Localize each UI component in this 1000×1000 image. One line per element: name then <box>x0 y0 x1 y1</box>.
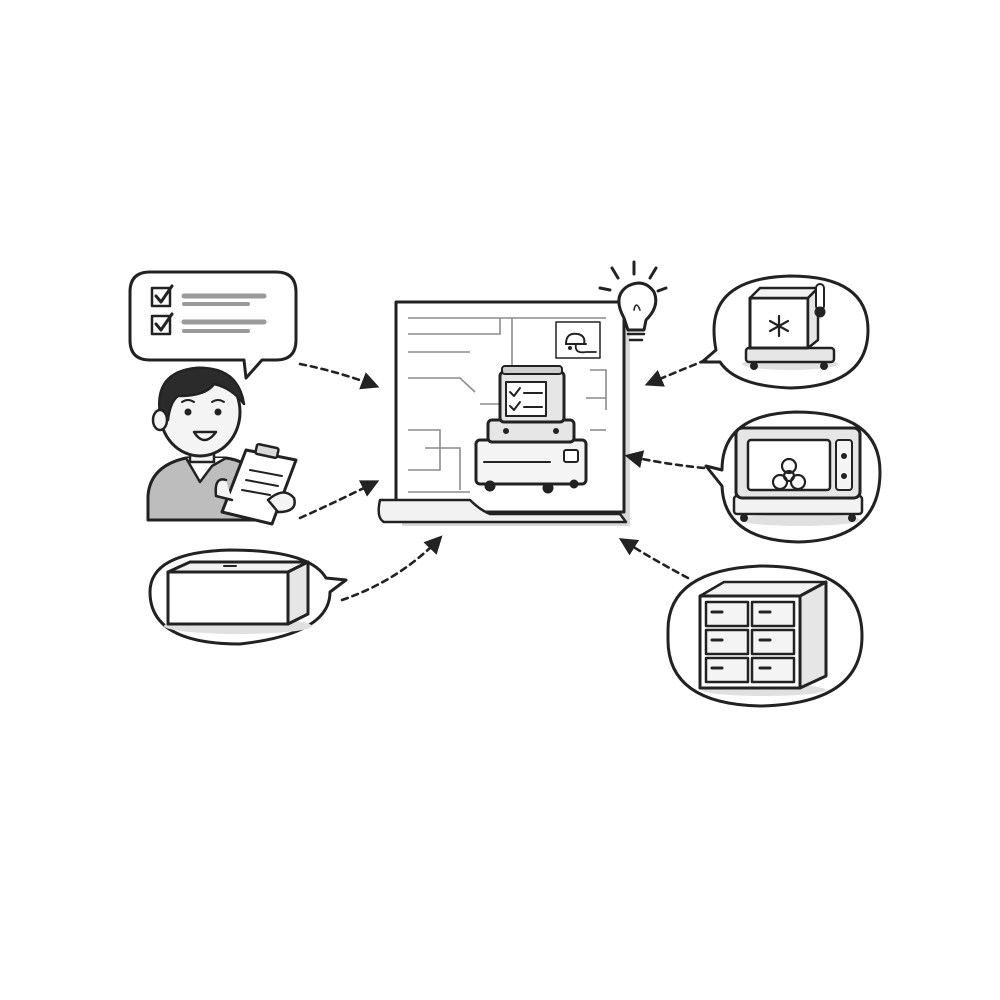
central-display <box>377 300 630 526</box>
checklist-icon <box>150 284 267 336</box>
box-icon <box>164 560 312 634</box>
person-hair <box>158 366 246 422</box>
lightbulb-icon <box>598 260 668 342</box>
box-bubble <box>148 548 348 646</box>
thermometer-icon <box>814 283 826 318</box>
biohazard-bubble <box>704 410 882 544</box>
arrow-box-to-screen <box>340 535 443 602</box>
cold-bubble <box>700 274 870 390</box>
checklist-bubble <box>128 270 298 380</box>
plug-icon <box>555 321 601 359</box>
arrow-person-to-screen <box>298 480 380 520</box>
drawer-cabinet-icon <box>698 580 828 696</box>
person-smile <box>192 430 218 442</box>
arrow-biohazard-to-screen <box>624 450 706 470</box>
person-clipboard-icon <box>146 366 298 526</box>
cabinet-bubble <box>666 564 864 708</box>
arrow-cabinet-to-screen <box>618 538 690 580</box>
biohazard-cart-icon <box>732 426 864 526</box>
arrow-cold-to-screen <box>644 358 708 387</box>
clipboard-icon <box>214 442 298 526</box>
arrow-checklist-to-screen <box>298 362 380 390</box>
display-base <box>377 498 628 524</box>
biohazard-symbol-icon <box>771 457 807 491</box>
refrigerated-cart-icon <box>742 283 838 370</box>
flow-arrows <box>298 358 708 602</box>
robot-cart-icon <box>474 365 588 494</box>
snowflake-icon <box>768 314 790 338</box>
